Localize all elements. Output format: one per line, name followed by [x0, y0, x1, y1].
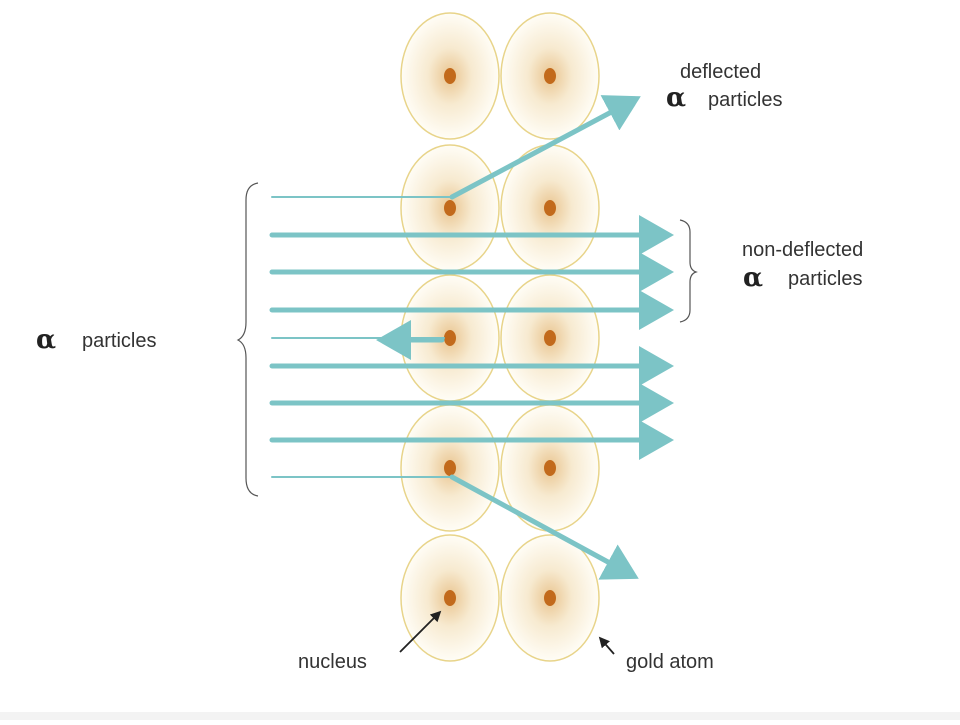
non-deflected-brace — [679, 219, 698, 323]
deflected-alpha-symbol: α — [666, 83, 686, 113]
nondeflected-alpha-symbol: α — [743, 263, 763, 293]
nucleus-dot — [444, 68, 456, 84]
nucleus-pointer-arrow — [399, 610, 442, 653]
incoming-label: particles — [82, 330, 156, 352]
nucleus-dot — [444, 590, 456, 606]
deflected-label-line1: deflected — [680, 61, 761, 83]
incoming-alpha-symbol: α — [36, 325, 56, 355]
nucleus-grid — [444, 68, 556, 606]
gold-atom-label: gold atom — [626, 651, 714, 673]
nondeflected-label-line2: particles — [788, 268, 862, 290]
deflected-down-arrow — [449, 474, 639, 580]
alpha-paths — [269, 95, 674, 580]
nucleus-dot — [444, 200, 456, 216]
deflected-label-line2: particles — [708, 89, 782, 111]
bottom-edge-strip — [0, 712, 960, 720]
nondeflected-label-line1: non-deflected — [742, 239, 863, 261]
alpha-particles-brace — [236, 182, 259, 497]
nucleus-label: nucleus — [298, 651, 367, 673]
nucleus-dot — [544, 460, 556, 476]
gold-atom-grid — [400, 12, 600, 662]
nucleus-dot — [544, 330, 556, 346]
nucleus-dot — [544, 590, 556, 606]
deflected-up-arrow — [449, 95, 641, 200]
nucleus-dot — [544, 68, 556, 84]
nucleus-dot — [544, 200, 556, 216]
nucleus-dot — [444, 330, 456, 346]
gold-atom-pointer-arrow — [598, 636, 615, 655]
nucleus-dot — [444, 460, 456, 476]
